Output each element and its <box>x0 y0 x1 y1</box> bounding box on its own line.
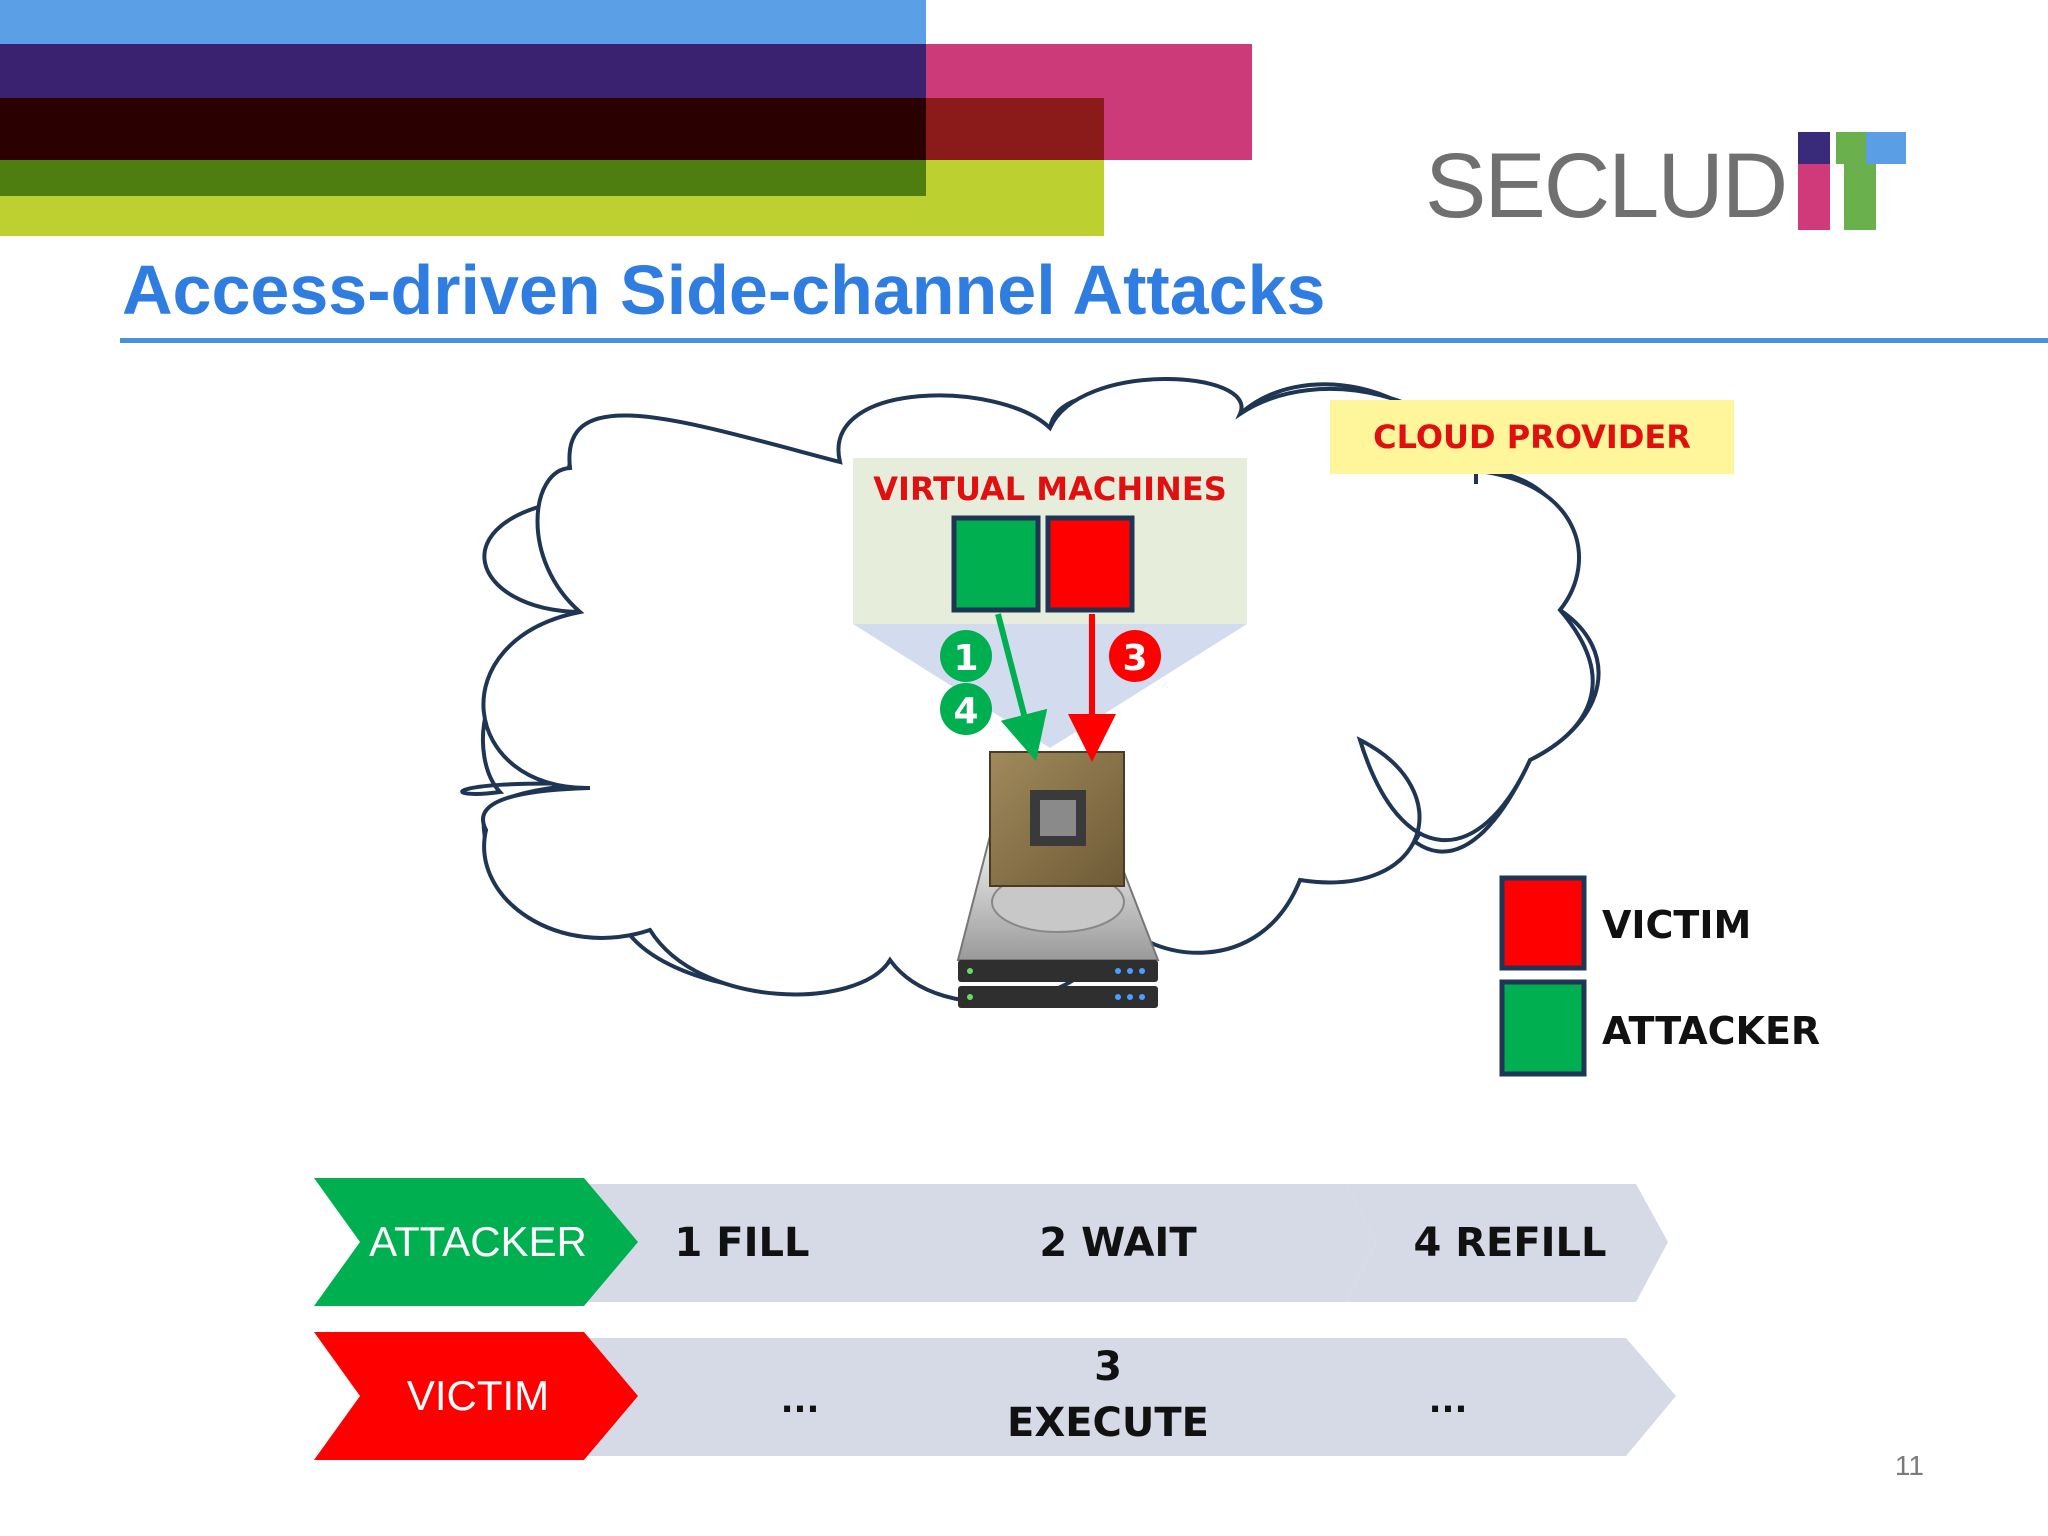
bar-dark-red-right <box>926 98 1104 160</box>
victim-step-execute-label: EXECUTE <box>1007 1400 1209 1446</box>
attacker-step-fill: 1 FILL <box>675 1220 810 1266</box>
attacker-step-wait-chevron <box>834 1184 1376 1302</box>
bar-olive <box>0 160 926 196</box>
attacker-vm <box>951 515 1041 613</box>
victim-step-idle: ... <box>781 1381 820 1421</box>
victim-step-idle-chevron <box>588 1338 990 1456</box>
attacker-access-arrow <box>995 613 1048 762</box>
attacker-row-label: ATTACKER <box>369 1218 587 1265</box>
logo-text: SECLUD <box>1425 135 1788 237</box>
bar-dark-purple <box>0 44 926 98</box>
title-underline <box>120 338 2048 343</box>
timeline-victim-row: VICTIM ... 3 EXECUTE ... <box>314 1332 1676 1460</box>
attacker-step-wait: 2 WAIT <box>1039 1220 1197 1266</box>
cpu-chip-icon <box>989 751 1125 887</box>
slide-title: Access-driven Side-channel Attacks <box>122 251 1326 329</box>
step-4-label: 4 <box>953 691 978 732</box>
virtual-machines-label: VIRTUAL MACHINES <box>873 470 1226 508</box>
attacker-step-refill: 4 REFILL <box>1413 1220 1606 1266</box>
step-1-label: 1 <box>953 638 978 679</box>
victim-vm <box>1045 515 1135 613</box>
step-1-badge: 1 <box>940 630 992 682</box>
attacker-step-refill-chevron <box>1346 1184 1668 1302</box>
step-4-badge: 4 <box>940 683 992 735</box>
victim-step-idle2: ... <box>1429 1381 1468 1421</box>
logo-it-mark <box>1798 132 1906 230</box>
victim-row-header <box>314 1332 638 1460</box>
legend-victim-label: VICTIM <box>1602 903 1751 947</box>
timeline-attacker-row: ATTACKER 1 FILL 2 WAIT 4 REFILL <box>314 1178 1668 1306</box>
legend-victim-swatch <box>1499 875 1587 971</box>
legend: VICTIM ATTACKER <box>1499 875 1820 1077</box>
bar-lime <box>0 196 926 236</box>
page-number: 11 <box>1894 1450 1924 1481</box>
attacker-row-header <box>314 1178 638 1306</box>
victim-step-execute-chevron <box>944 1338 1262 1456</box>
bar-dark-maroon <box>0 98 926 160</box>
bar-light-blue <box>0 0 926 44</box>
attacker-step-fill-chevron <box>588 1184 888 1302</box>
victim-step-execute-number: 3 <box>1094 1344 1122 1390</box>
legend-attacker-label: ATTACKER <box>1602 1009 1820 1053</box>
cloud-provider-callout: CLOUD PROVIDER <box>1330 400 1734 484</box>
step-3-label: 3 <box>1122 638 1147 679</box>
victim-step-idle2-chevron <box>1212 1338 1676 1456</box>
cloud-provider-label: CLOUD PROVIDER <box>1373 418 1691 456</box>
bar-lime-right <box>926 160 1104 236</box>
legend-attacker-swatch <box>1499 979 1587 1077</box>
victim-row-label: VICTIM <box>407 1372 549 1419</box>
step-3-badge: 3 <box>1109 630 1161 682</box>
